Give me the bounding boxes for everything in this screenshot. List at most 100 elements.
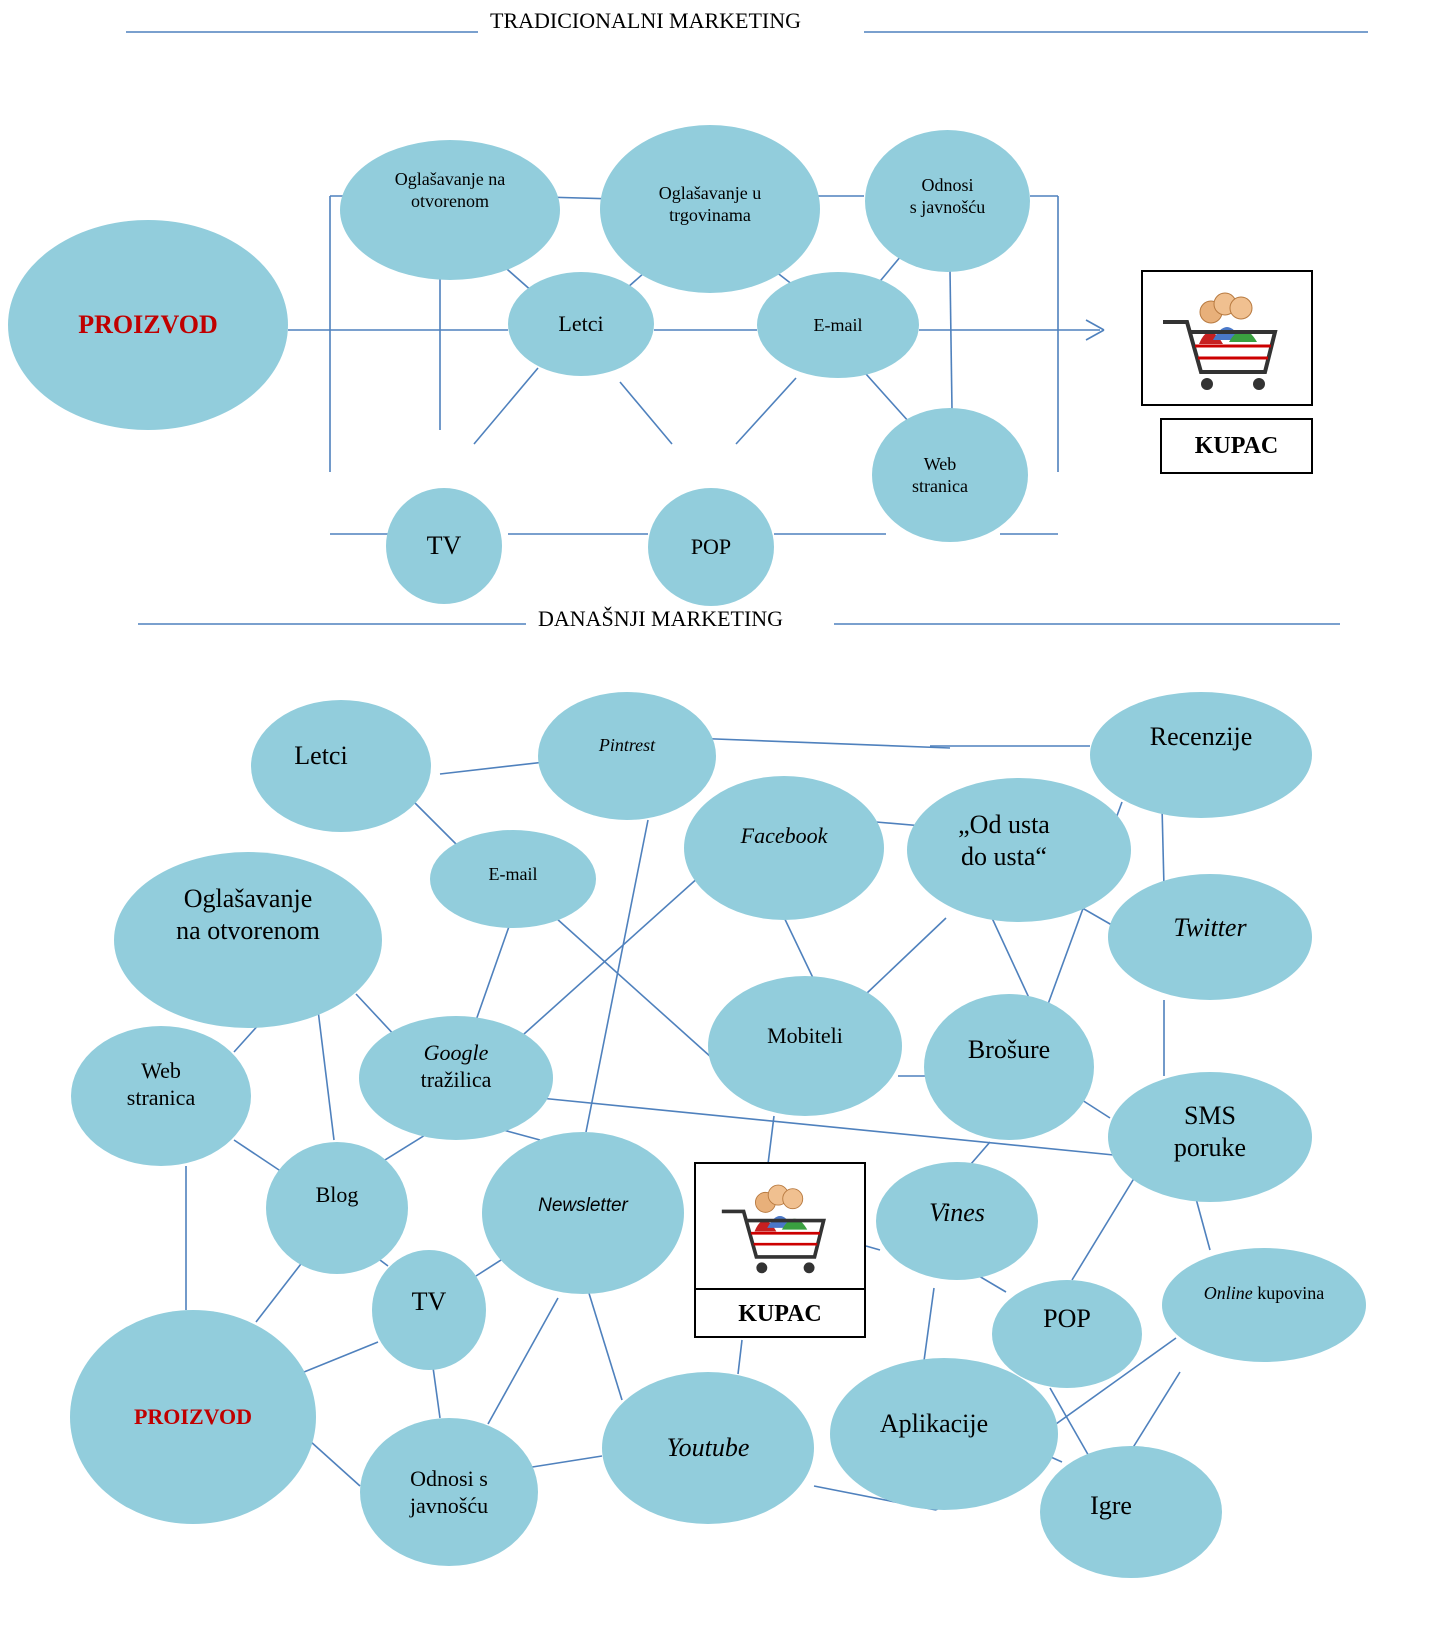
connector-line [303,1341,379,1373]
trad-flyers-label: Letci [558,311,604,337]
connector-line [767,1115,775,1165]
connector-line [865,917,947,995]
connector-line [737,1339,743,1375]
mod-youtube-node: Youtube [602,1372,814,1524]
mod-youtube-label: Youtube [666,1432,750,1462]
mod-twitter-node: Twitter [1108,874,1312,1000]
trad-customer-label: KUPAC [1160,418,1313,474]
mod-flyers-label: Letci [294,740,348,770]
trad-email-label: E-mail [813,314,863,335]
traditional-title: TRADICIONALNI MARKETING [484,8,808,34]
trad-outdoor-node: Oglašavanje na otvorenom [340,140,560,280]
trad-web-label: Web stranica [912,453,968,497]
connector-line [1071,1161,1145,1281]
mod-newsletter-label: Newsletter [538,1195,628,1217]
mod-customer-label: KUPAC [738,1300,822,1327]
mod-pr-node: Odnosi s javnošću [360,1418,538,1566]
connector-line [1049,1387,1091,1459]
mod-email-label: E-mail [488,863,538,884]
trad-email-node: E-mail [757,272,919,378]
connector-line [539,1097,1145,1159]
mod-product-label: PROIZVOD [133,1404,253,1430]
trad-store-label: Oglašavanje u trgovinama [658,182,762,226]
connector-line [473,367,539,445]
mod-reviews-label: Recenzije [1149,721,1253,751]
connector-line [233,1139,283,1173]
connector-line [523,875,701,1035]
trad-customer-image [1141,270,1313,406]
trad-product-label: PROIZVOD [78,309,218,339]
mod-blog-node: Blog [266,1142,408,1274]
mod-online-suffix: kupovina [1252,1282,1325,1303]
mod-twitter-label: Twitter [1173,912,1247,942]
connector-line [473,917,513,1027]
connector-line [735,377,797,445]
trad-web-node: Web stranica [872,408,1028,542]
mod-pop-node: POP [992,1280,1142,1388]
mod-pintrest-node: Pintrest [538,692,716,820]
connector-line [585,819,649,1133]
mod-games-node: Igre [1040,1446,1222,1578]
mod-wom-label: „Od usta do usta“ [958,809,1050,872]
connector-line [255,1259,305,1323]
mod-blog-label: Blog [315,1182,359,1208]
mod-pintrest-label: Pintrest [598,734,656,755]
trad-tv-label: TV [426,530,462,560]
connector-line [487,1297,559,1425]
connector-line [619,381,673,445]
mod-sms-node: SMS poruke [1108,1072,1312,1202]
trad-flyers-node: Letci [508,272,654,376]
connector-line [949,269,953,411]
trad-store-node: Oglašavanje u trgovinama [600,125,820,293]
mod-tv-node: TV [372,1250,486,1370]
mod-customer-box: KUPAC [694,1162,866,1338]
mod-email-node: E-mail [430,830,596,928]
modern-title: DANAŠNJI MARKETING [532,606,790,632]
mod-pop-label: POP [1043,1303,1091,1333]
mod-newsletter-node: Newsletter [482,1132,684,1294]
connector-line [587,1289,623,1401]
trad-pr-node: Odnosi s javnošću [865,130,1030,272]
connector-line [525,1455,603,1469]
mod-google-italic: Google [423,1039,489,1065]
connector-line [1081,1099,1111,1119]
mod-google-suffix: tražilica [420,1067,492,1092]
mod-wom-node: „Od usta do usta“ [907,778,1131,922]
trad-outdoor-label: Oglašavanje na otvorenom [394,168,506,212]
connector-line [317,1009,335,1141]
connector-line [1161,805,1165,889]
mod-outdoor-label: Oglašavanje na otvorenom [176,883,320,946]
mod-pr-label: Odnosi s javnošću [409,1465,489,1519]
mod-tv-label: TV [411,1286,447,1316]
mod-vines-label: Vines [929,1197,985,1227]
mod-mobiles-label: Mobiteli [767,1023,843,1049]
mod-brochures-label: Brošure [967,1034,1051,1064]
trad-pop-node: POP [648,488,774,606]
connector-line [689,737,951,749]
trad-pop-label: POP [690,534,732,560]
mod-online-italic: Online [1203,1282,1253,1303]
connector-line [1085,319,1105,331]
shopping-cart-icon [1163,292,1278,390]
mod-mobiles-node: Mobiteli [708,976,902,1116]
mod-brochures-node: Brošure [924,994,1094,1140]
mod-apps-label: Aplikacije [879,1408,989,1438]
mod-web-node: Web stranica [71,1026,251,1166]
mod-web-label: Web stranica [126,1057,196,1111]
mod-facebook-label: Facebook [740,823,828,849]
trad-product-node: PROIZVOD [8,220,288,430]
connector-line [1085,329,1105,341]
mod-reviews-node: Recenzije [1090,692,1312,818]
shopping-cart-icon [721,1184,826,1274]
mod-flyers-node: Letci [251,700,431,832]
mod-product-node: PROIZVOD [70,1310,316,1524]
trad-pr-label: Odnosi s javnošću [909,174,986,218]
mod-sms-label: SMS poruke [1173,1100,1247,1163]
connector-line [865,1245,881,1251]
mod-facebook-node: Facebook [684,776,884,920]
mod-outdoor-node: Oglašavanje na otvorenom [114,852,382,1028]
mod-online-label: Online kupovina [1204,1282,1325,1305]
